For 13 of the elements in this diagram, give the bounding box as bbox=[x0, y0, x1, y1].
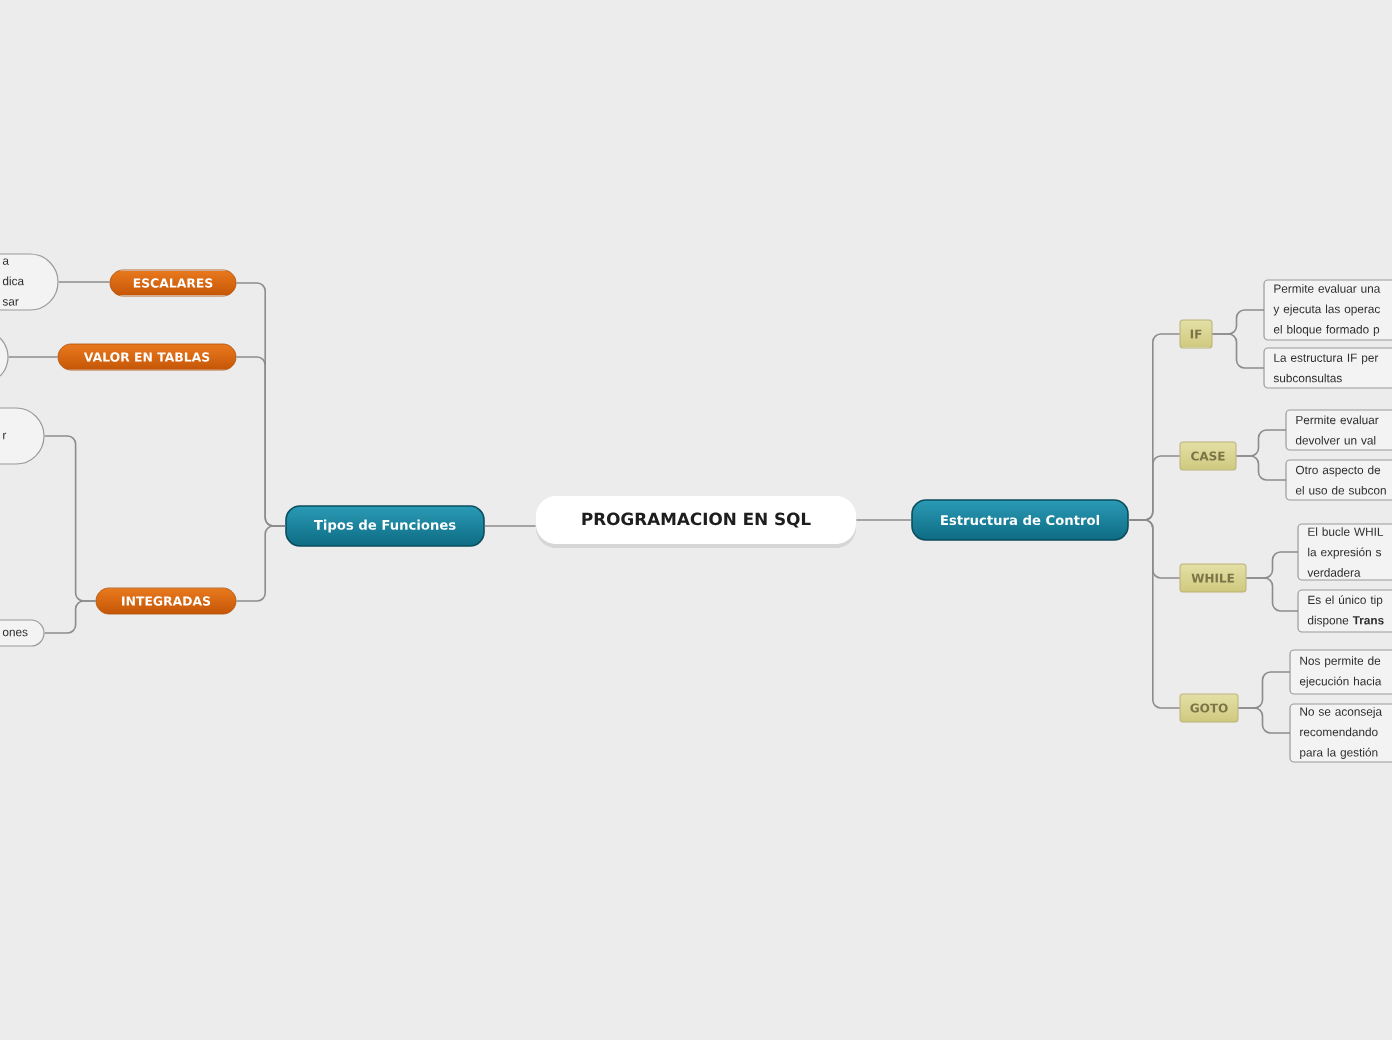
topic-box: PROGRAMACION EN SQL bbox=[536, 496, 856, 548]
connector-line bbox=[1128, 519, 1181, 709]
note-box bbox=[0, 337, 9, 377]
connector-line bbox=[1245, 577, 1299, 612]
connector-line bbox=[1237, 707, 1291, 734]
connector-line bbox=[484, 525, 537, 527]
connector-line bbox=[58, 281, 111, 283]
connector-line bbox=[1235, 455, 1287, 481]
connector-line bbox=[8, 356, 59, 358]
connector-line bbox=[1211, 333, 1265, 369]
connector-line bbox=[44, 600, 97, 634]
connector-line bbox=[855, 519, 912, 521]
connector-line bbox=[235, 525, 286, 602]
